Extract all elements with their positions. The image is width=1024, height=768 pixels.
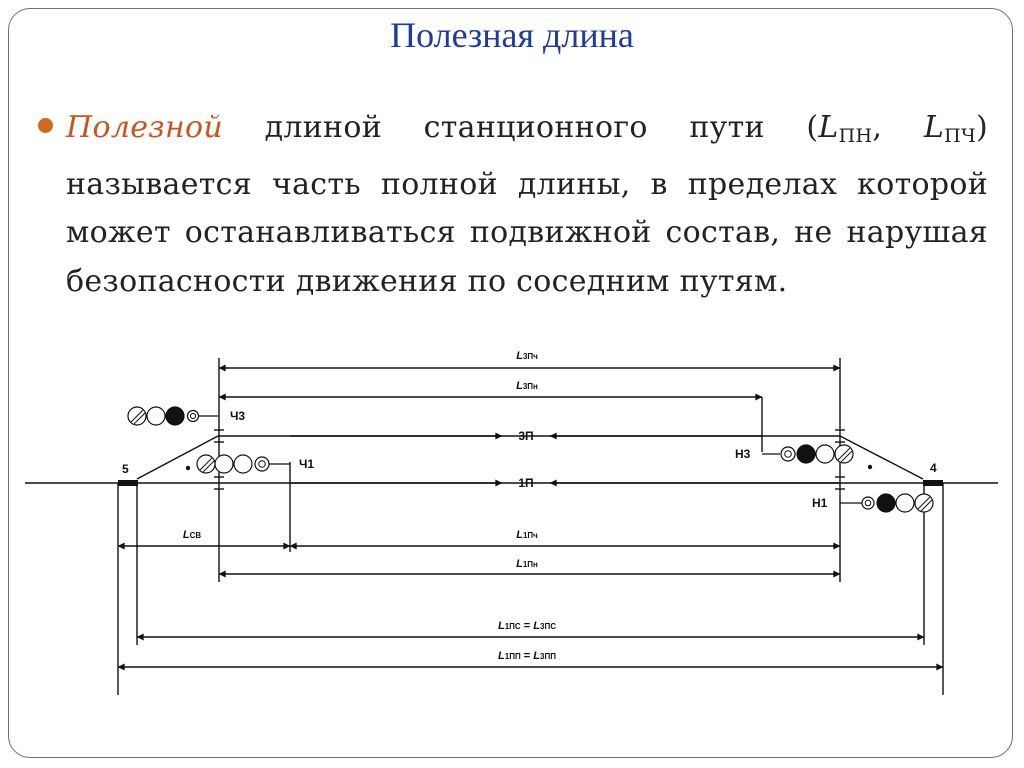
- label-n1: Н1: [812, 496, 828, 510]
- label-n3: Н3: [735, 447, 751, 461]
- dimension-lines: [117, 364, 944, 671]
- slide-title: Полезная длина: [390, 15, 634, 55]
- point-marker: [867, 464, 873, 470]
- left-switch-diagonal: [136, 435, 219, 480]
- definition-paragraph: Полезной длиной станционного пути (LПН, …: [66, 104, 988, 306]
- dim-label-lps: L1ПС = L3ПС: [498, 620, 556, 632]
- dim-label-l1pch: L1Пч: [516, 529, 538, 541]
- label-track-3: 3П: [518, 429, 533, 443]
- track-direction-arrows: [290, 432, 840, 487]
- dim-label-lpp: L1ПП = L3ПП: [498, 650, 556, 662]
- label-switch-5: 5: [122, 462, 129, 476]
- symbol-lpn: L: [818, 110, 839, 145]
- defined-term: Полезной: [66, 110, 223, 145]
- signal-n1: [840, 493, 934, 513]
- dim-label-l3pn: L3Пн: [516, 380, 538, 392]
- signal-n3: [762, 444, 854, 464]
- dim-label-lsv: LСВ: [183, 529, 202, 541]
- symbol-lpch-subscript: ПЧ: [944, 125, 976, 147]
- switch-5-block: [118, 480, 138, 486]
- bullet-icon: [38, 118, 53, 133]
- label-switch-4: 4: [930, 461, 937, 475]
- signal-ch1: [196, 454, 290, 474]
- dim-label-l3pch: L3Пч: [516, 350, 538, 362]
- dim-label-l1pn: L1Пн: [516, 558, 538, 570]
- label-ch1: Ч1: [299, 457, 314, 471]
- point-marker: [185, 465, 191, 471]
- symbol-lpn-subscript: ПН: [838, 125, 873, 147]
- signal-ch3: [127, 406, 219, 426]
- definition-text-start: длиной станционного пути (: [223, 110, 819, 145]
- label-ch3: Ч3: [230, 409, 245, 423]
- slide-frame: [8, 8, 1013, 758]
- right-switch-diagonal: [839, 435, 924, 480]
- symbol-separator: ,: [872, 110, 924, 145]
- symbol-lpch: L: [923, 110, 945, 145]
- label-track-1: 1П: [518, 476, 533, 490]
- switch-4-block: [923, 480, 943, 486]
- definition-text-end: ) называется часть полной длины, в преде…: [66, 110, 988, 299]
